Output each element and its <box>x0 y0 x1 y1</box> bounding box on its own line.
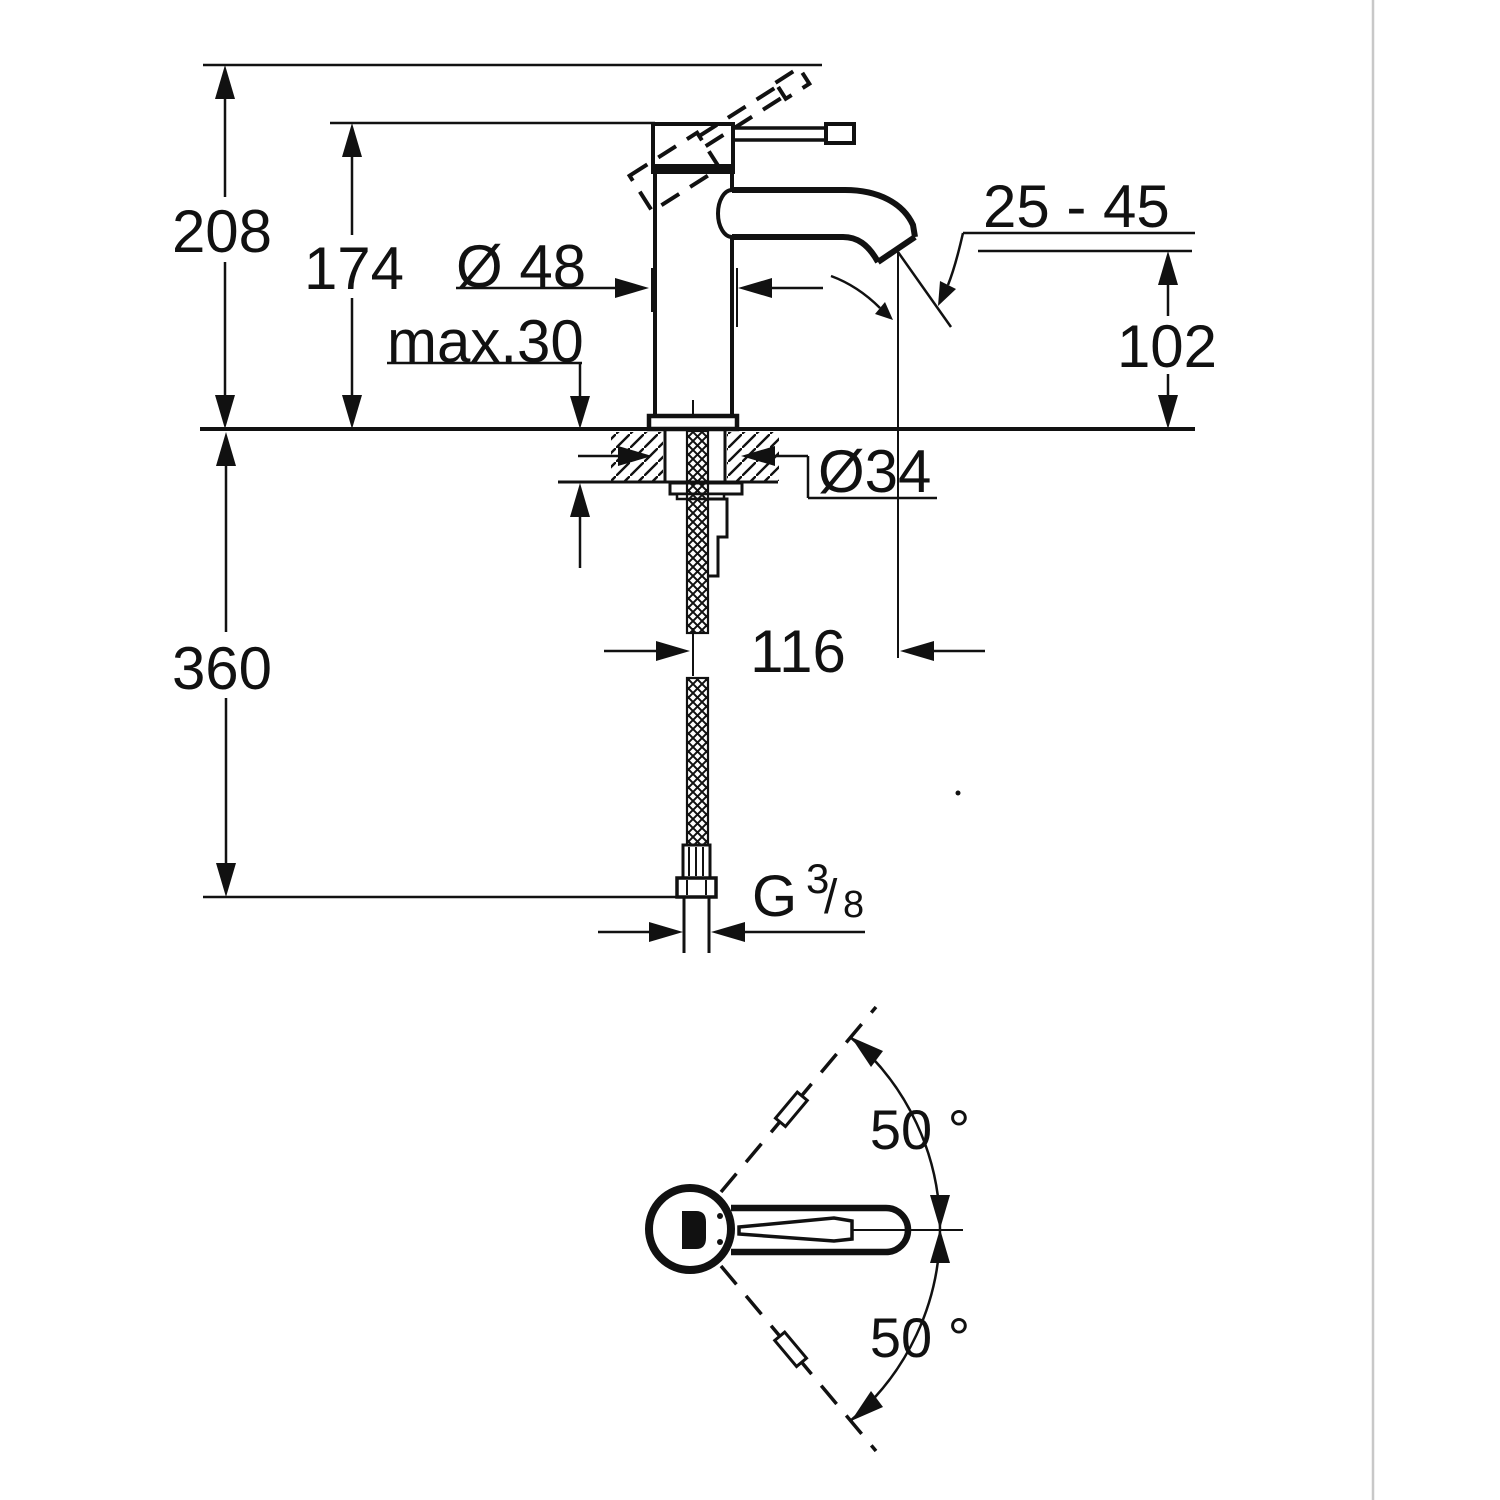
label-spout-reach: 116 <box>750 618 846 685</box>
label-total-height: 208 <box>172 198 272 265</box>
cartridge-cap <box>651 122 735 168</box>
thread-g: G <box>752 864 797 929</box>
braided-hose-upper <box>685 429 710 635</box>
dimension-lines <box>215 65 1178 942</box>
top-view-body-circle <box>645 1184 735 1274</box>
label-max-deck-thickness: max.30 <box>387 308 584 375</box>
lever-alt-position-dashed <box>626 64 813 214</box>
lever-tip <box>824 122 856 145</box>
label-thread-size: G 3 / 8 <box>752 855 864 929</box>
hose-end-fitting <box>675 843 718 953</box>
top-view-dot-upper <box>717 1213 723 1219</box>
supply-hose <box>675 429 718 953</box>
label-aerator-angle-range: 25 - 45 <box>983 173 1170 240</box>
spout <box>716 187 918 265</box>
spout-root-curve <box>716 188 733 239</box>
label-swivel-angle-top: 50 ° <box>870 1098 970 1161</box>
top-view-lever-blade <box>737 1216 854 1243</box>
extension-lines <box>203 63 1195 899</box>
reference-dot <box>955 790 961 796</box>
thread-slash: / <box>824 871 838 924</box>
check-valve-fitting <box>708 497 729 578</box>
faucet-body <box>646 122 918 432</box>
braided-hose-lower <box>685 676 710 847</box>
dimension-labels: 208 174 Ø 48 max.30 25 - 45 102 Ø34 360 … <box>172 173 1217 929</box>
label-hose-length: 360 <box>172 635 272 702</box>
thread-sub: 8 <box>843 884 864 926</box>
cap-ring <box>651 166 735 174</box>
top-view-dot-lower <box>717 1239 723 1245</box>
swing-rays <box>719 1005 878 1453</box>
aerator-outlet-face <box>876 234 917 265</box>
top-view-handle-swing: 50 ° 50 ° <box>645 1005 970 1453</box>
hose-nut <box>675 876 718 899</box>
swing-angle-arcs <box>849 1036 950 1422</box>
label-spout-outlet-height: 102 <box>1117 313 1217 380</box>
label-hole-diameter: Ø34 <box>818 438 931 505</box>
top-view-cartridge-mark <box>682 1211 706 1249</box>
lever-handle <box>733 122 856 145</box>
label-swivel-angle-bottom: 50 ° <box>870 1306 970 1369</box>
front-view: 208 174 Ø 48 max.30 25 - 45 102 Ø34 360 … <box>172 63 1217 953</box>
label-height-174: 174 <box>304 235 404 302</box>
thread-sup: 3 <box>806 855 829 902</box>
base-plate <box>646 413 740 432</box>
label-body-diameter: Ø 48 <box>456 233 586 300</box>
